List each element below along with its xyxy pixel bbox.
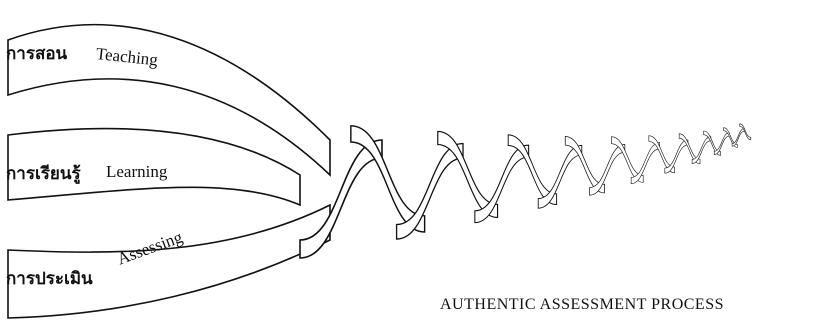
braid-segment: [732, 128, 744, 146]
strand-label-learning-english: Learning: [106, 162, 167, 182]
braid-segment: [397, 144, 463, 240]
diagram-caption: AUTHENTIC ASSESSMENT PROCESS: [440, 296, 724, 314]
braid-segment: [475, 145, 529, 222]
strand-label-teaching-thai: การสอน: [6, 40, 67, 67]
braid-segment: [692, 137, 711, 164]
braid-segment: [590, 144, 625, 195]
braid-segment: [631, 143, 660, 184]
strand-band-assessing: [8, 205, 330, 318]
braid-segment: [665, 140, 688, 173]
strand-label-assessing-thai: การประเมิน: [6, 265, 93, 292]
braid-segments: [300, 124, 751, 258]
strand-label-learning-thai: การเรียนรู้: [6, 160, 81, 187]
braid-segment: [538, 145, 582, 208]
braid-segment: [714, 133, 729, 155]
